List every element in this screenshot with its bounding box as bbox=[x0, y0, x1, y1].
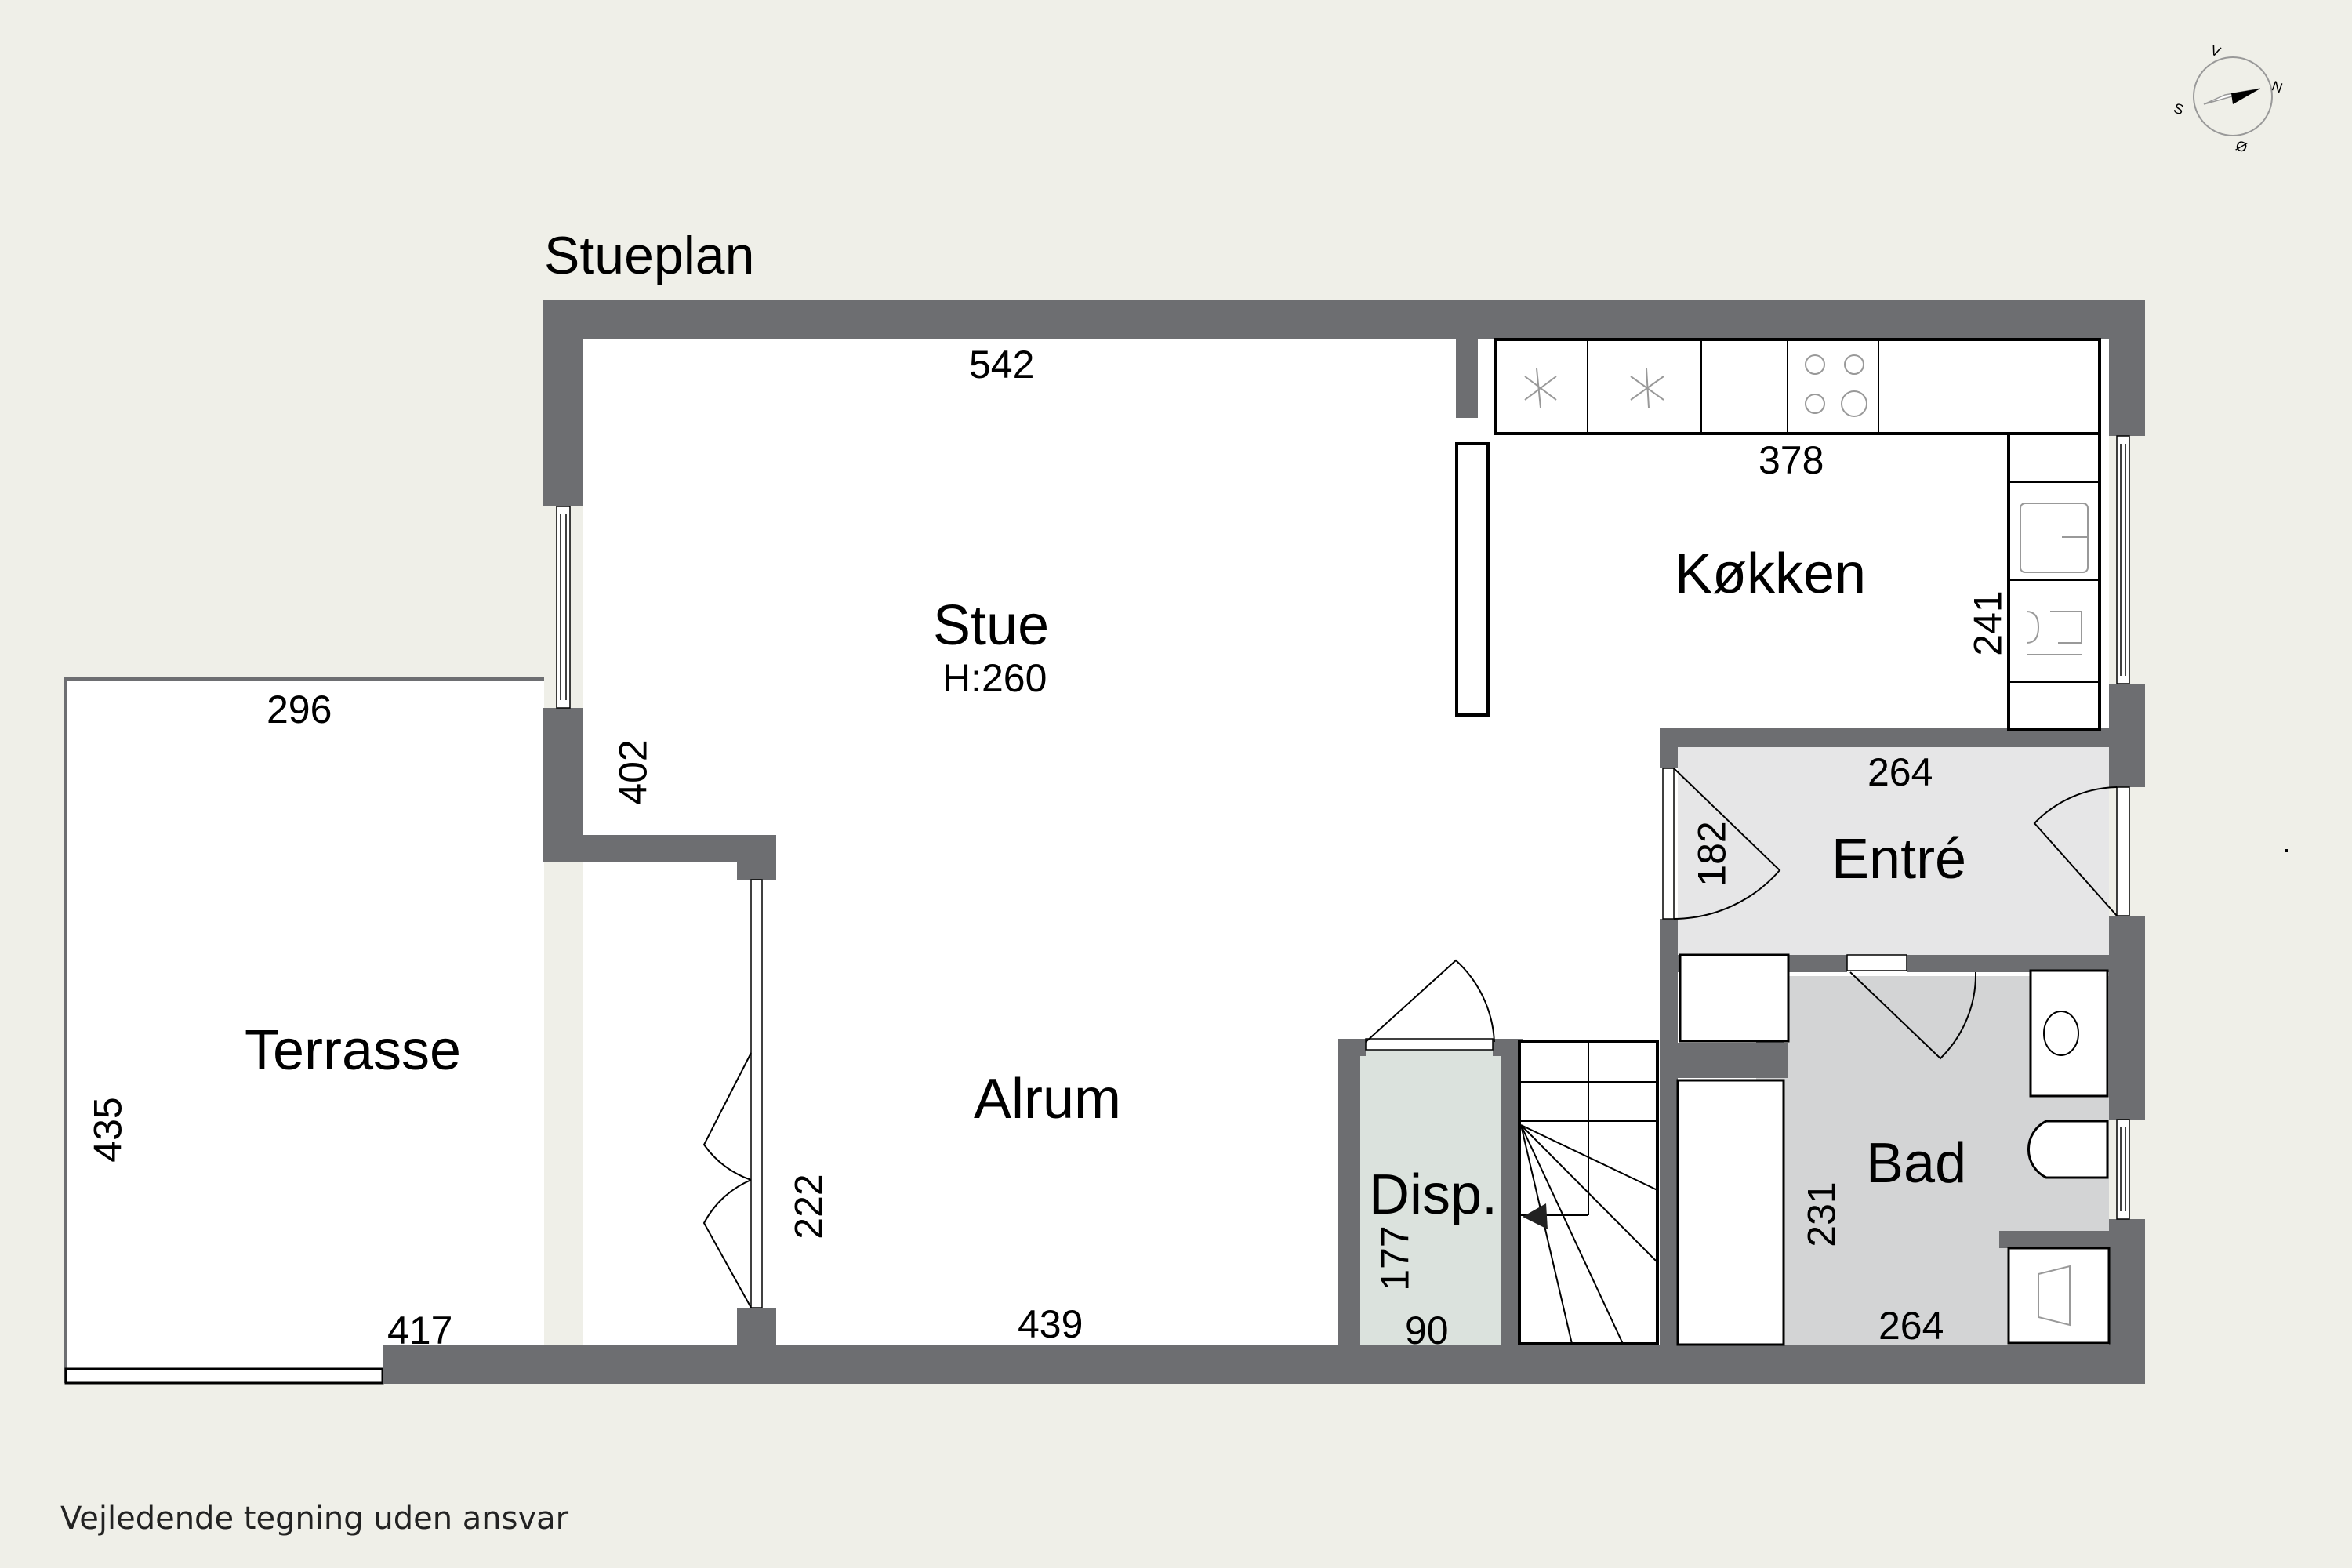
disp-door-swing bbox=[1365, 959, 1495, 1043]
room-name: Bad bbox=[1866, 1132, 1967, 1195]
terrace-outline bbox=[64, 677, 544, 1385]
windows bbox=[556, 435, 2130, 1308]
bad-door-frame bbox=[1846, 954, 1907, 971]
dim-bottom: 417 bbox=[387, 1308, 453, 1352]
dim-top: 264 bbox=[1867, 750, 1933, 794]
entre-right-door-swing bbox=[2033, 786, 2118, 916]
room-name: Terrasse bbox=[245, 1019, 462, 1082]
dim-door: 222 bbox=[786, 1174, 831, 1240]
disp-door-frame bbox=[1365, 1038, 1494, 1051]
room-name: Køkken bbox=[1675, 543, 1867, 605]
floor-title: Stueplan bbox=[544, 226, 755, 285]
terrace-door-swing-lower bbox=[702, 1179, 752, 1308]
entre-left-door-swing bbox=[1673, 768, 1781, 920]
terrace-door-swing-upper bbox=[702, 1052, 752, 1181]
bad-door-swing bbox=[1849, 971, 1977, 1060]
stair-arrow-icon bbox=[1523, 1203, 1548, 1229]
fan-icon bbox=[1524, 368, 1557, 408]
dim-left: 231 bbox=[1799, 1181, 1844, 1247]
disp-floor bbox=[1356, 1047, 1501, 1345]
terrace-door-frame bbox=[750, 879, 763, 1308]
dim-bottom: 264 bbox=[1878, 1304, 1944, 1348]
staircase bbox=[1518, 1040, 1659, 1345]
door-swings bbox=[702, 768, 2118, 1308]
window-kitchen bbox=[2116, 435, 2130, 684]
dim-top: 542 bbox=[969, 343, 1035, 387]
window-stue-left bbox=[556, 506, 571, 709]
dim-top: 296 bbox=[267, 688, 332, 731]
entre-door-frame-right bbox=[2116, 786, 2130, 916]
cabinet-icon bbox=[1679, 953, 1790, 1043]
stove-icon bbox=[1805, 354, 1867, 417]
disclaimer-text: Vejledende tegning uden ansvar bbox=[60, 1501, 569, 1537]
bathroom-fixtures bbox=[1676, 953, 2111, 1346]
dishwasher-icon bbox=[2026, 611, 2082, 655]
fan-icon bbox=[1630, 368, 1664, 408]
room-name: Entré bbox=[1831, 828, 1967, 891]
walls bbox=[383, 300, 2145, 1384]
room-height: H:260 bbox=[942, 656, 1047, 700]
dim-bottom: 90 bbox=[1405, 1308, 1449, 1352]
dim-left: 177 bbox=[1373, 1225, 1417, 1291]
entre-door-frame-left bbox=[1662, 768, 1675, 920]
marker-dot bbox=[2285, 849, 2288, 852]
room-name: Disp. bbox=[1369, 1163, 1498, 1226]
dim-right: 241 bbox=[1965, 590, 2010, 656]
washbasin-icon bbox=[2029, 969, 2109, 1098]
laundry-basket-icon bbox=[2007, 1247, 2111, 1345]
entre-floor bbox=[1678, 747, 2109, 955]
shower-bench-icon bbox=[1676, 1079, 1785, 1346]
room-name: Stue bbox=[933, 594, 1050, 657]
dim-left: 182 bbox=[1690, 821, 1734, 887]
dim-left: 402 bbox=[611, 739, 655, 805]
dim-left: 435 bbox=[85, 1097, 130, 1163]
room-name: Alrum bbox=[974, 1068, 1122, 1131]
dim-bottom: 439 bbox=[1018, 1302, 1083, 1346]
dim-top: 378 bbox=[1759, 438, 1824, 482]
toilet-icon bbox=[2027, 1120, 2109, 1179]
kitchen-island bbox=[1455, 442, 1490, 717]
window-bad bbox=[2116, 1119, 2130, 1220]
compass-icon bbox=[2193, 56, 2273, 136]
